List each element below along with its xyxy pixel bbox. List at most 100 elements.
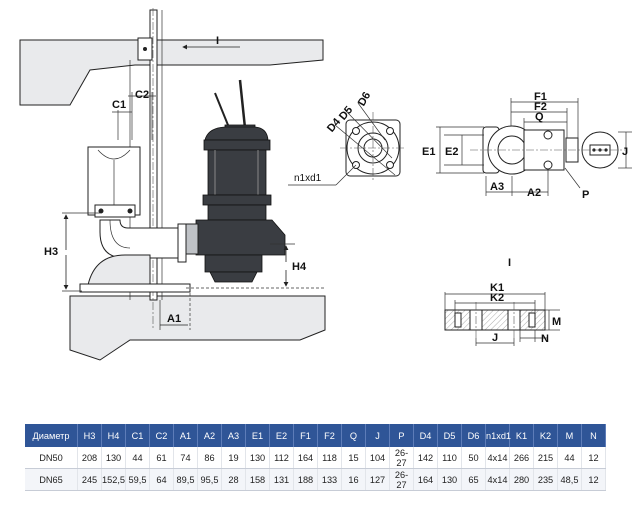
dim-q: Q (535, 111, 544, 123)
table-cell: 130 (245, 447, 270, 469)
table-cell: 65 (461, 468, 486, 491)
table-cell: 130 (101, 447, 126, 469)
section-i-arrow-label: I (216, 35, 219, 47)
top-view: E1 E2 F1 F2 Q J A3 A2 P (422, 91, 632, 201)
pump-installation-drawing: I C1 C2 H3 (19, 8, 632, 361)
dim-h4: H4 (292, 261, 307, 273)
table-cell: 44 (125, 447, 150, 469)
table-cell: 118 (317, 447, 342, 469)
dim-h3: H3 (44, 246, 58, 258)
table-cell: 44 (557, 447, 582, 469)
table-header-cell: M (557, 424, 582, 447)
table-cell: 245 (77, 468, 102, 491)
dim-f2: F2 (534, 101, 547, 113)
table-header-cell: F2 (317, 424, 342, 447)
table-cell: 16 (341, 468, 366, 491)
discharge-pipe (99, 219, 186, 259)
table-cell: 133 (317, 468, 342, 491)
table-cell: 19 (221, 447, 246, 469)
table-cell: 12 (581, 468, 606, 491)
table-cell: 110 (437, 447, 462, 469)
table-cell: 12 (581, 447, 606, 469)
table-cell: 158 (245, 468, 270, 491)
table-cell: 104 (365, 447, 390, 469)
dim-e1: E1 (422, 146, 435, 158)
table-cell: 89,5 (173, 468, 198, 491)
table-header-cell: C2 (149, 424, 174, 447)
bottom-slab (69, 295, 326, 361)
top-slab (19, 39, 324, 106)
guide-rail (149, 9, 158, 301)
installation-view: I C1 C2 H3 (19, 8, 326, 361)
dim-e2: E2 (445, 146, 458, 158)
table-cell: 86 (197, 447, 222, 469)
section-i-label: I (508, 257, 511, 269)
table-cell: 64 (149, 468, 174, 491)
table-cell: 164 (293, 447, 318, 469)
table-header-cell: Q (341, 424, 366, 447)
table-header-cell: P (389, 424, 414, 447)
table-cell: 208 (77, 447, 102, 469)
table-cell: 26-27 (389, 447, 414, 469)
table-header-cell: K2 (533, 424, 558, 447)
table-cell: 59,5 (125, 468, 150, 491)
table-header-cell: D5 (437, 424, 462, 447)
dim-a2: A2 (527, 187, 541, 199)
table-cell: 95,5 (197, 468, 222, 491)
pump-unit (177, 79, 286, 283)
table-cell: 15 (341, 447, 366, 469)
dim-a3: A3 (490, 181, 504, 193)
table-header-cell: D6 (461, 424, 486, 447)
table-cell: DN50 (25, 447, 78, 469)
table-header-cell: n1xd1 (485, 424, 511, 447)
dim-k2: K2 (490, 292, 504, 304)
table-cell: 266 (509, 447, 534, 469)
table-header-cell: F1 (293, 424, 318, 447)
table-cell: 152,5 (101, 468, 126, 491)
table-cell: 4x14 (485, 468, 510, 491)
table-cell: 280 (509, 468, 534, 491)
dim-j-section: J (492, 332, 498, 344)
table-cell: DN65 (25, 468, 78, 491)
table-cell: 74 (173, 447, 198, 469)
table-cell: 130 (437, 468, 462, 491)
table-header-cell: A3 (221, 424, 246, 447)
table-header-cell: C1 (125, 424, 150, 447)
table-cell: 127 (365, 468, 390, 491)
section-i-view: I K1 K2 J M N (444, 257, 561, 346)
table-cell: 4x14 (485, 447, 510, 469)
table-header-cell: D4 (413, 424, 438, 447)
dim-n1xd1: n1xd1 (294, 173, 322, 184)
dim-c2: C2 (135, 89, 149, 101)
table-cell: 142 (413, 447, 438, 469)
dim-p: P (582, 189, 589, 201)
table-header-cell: H3 (77, 424, 102, 447)
table-cell: 26-27 (389, 468, 414, 491)
flange-view: D4 D5 D6 n1xd1 (288, 90, 406, 186)
dim-f1: F1 (534, 91, 547, 103)
dim-d6: D6 (356, 90, 373, 108)
table-cell: 164 (413, 468, 438, 491)
table-cell: 131 (269, 468, 294, 491)
table-cell: 112 (269, 447, 294, 469)
dim-c1: C1 (112, 99, 126, 111)
table-header-cell: A2 (197, 424, 222, 447)
table-cell: 48,5 (557, 468, 582, 491)
pump-base (87, 254, 151, 289)
dim-a1: A1 (167, 313, 181, 325)
table-header-cell: H4 (101, 424, 126, 447)
table-cell: 215 (533, 447, 558, 469)
table-header-cell: E1 (245, 424, 270, 447)
dim-n: N (541, 333, 549, 345)
dim-k1: K1 (490, 282, 504, 294)
table-header-cell: A1 (173, 424, 198, 447)
table-cell: 61 (149, 447, 174, 469)
table-header-cell: K1 (509, 424, 534, 447)
table-cell: 28 (221, 468, 246, 491)
table-cell: 50 (461, 447, 486, 469)
